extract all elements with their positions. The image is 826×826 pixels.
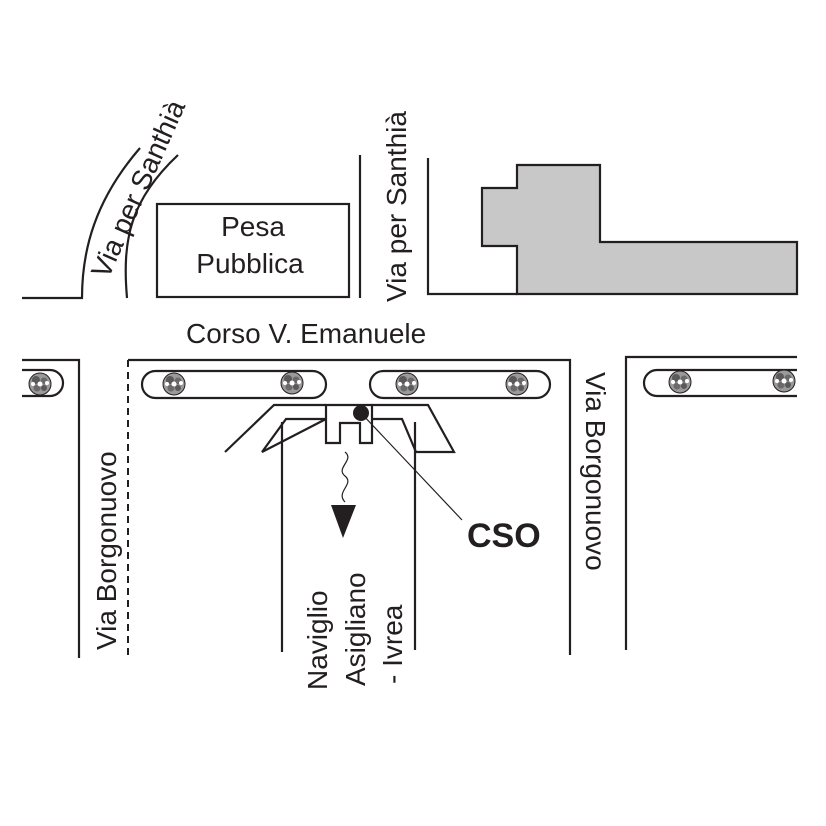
planter bbox=[22, 368, 65, 398]
flow-path bbox=[341, 451, 349, 503]
access-road bbox=[224, 403, 456, 454]
tree-icon bbox=[772, 369, 796, 393]
street-label-via-per-santhia-vertical: Via per Santhià bbox=[381, 111, 412, 302]
direction-label-line3: - Ivrea bbox=[377, 604, 408, 684]
direction-label-line1: Naviglio bbox=[302, 590, 333, 690]
grey-building bbox=[480, 163, 799, 296]
cso-structure bbox=[324, 403, 374, 445]
tree-icon bbox=[280, 371, 304, 395]
tree-icon bbox=[395, 372, 419, 396]
pesa-pubblica-label-line1: Pesa bbox=[221, 211, 285, 242]
tree-icon bbox=[28, 372, 52, 396]
street-edge bbox=[22, 147, 141, 300]
street-edge bbox=[426, 158, 517, 296]
tree-icon bbox=[505, 372, 529, 396]
planter bbox=[368, 369, 552, 400]
cso-label: CSO bbox=[467, 517, 541, 555]
direction-label-line2: Asigliano bbox=[340, 572, 371, 686]
street-edge bbox=[22, 358, 81, 658]
street-label-via-borgonuovo-left: Via Borgonuovo bbox=[91, 451, 122, 650]
street-label-via-borgonuovo-right: Via Borgonuovo bbox=[580, 372, 611, 571]
street-label-corso: Corso V. Emanuele bbox=[186, 318, 426, 349]
leader-line bbox=[360, 412, 463, 521]
street-edge bbox=[124, 154, 179, 299]
tree-icon bbox=[668, 370, 692, 394]
tree-icon bbox=[162, 372, 186, 396]
street-edge bbox=[128, 358, 572, 655]
street-label-via-per-santhia-diagonal: Via per Santhià bbox=[85, 95, 191, 282]
street-edge bbox=[624, 355, 797, 650]
pesa-pubblica-building bbox=[155, 202, 351, 299]
planter bbox=[140, 369, 328, 400]
arrow-down-icon bbox=[331, 505, 356, 538]
planter bbox=[642, 368, 797, 398]
pesa-pubblica-label-line2: Pubblica bbox=[196, 248, 304, 279]
